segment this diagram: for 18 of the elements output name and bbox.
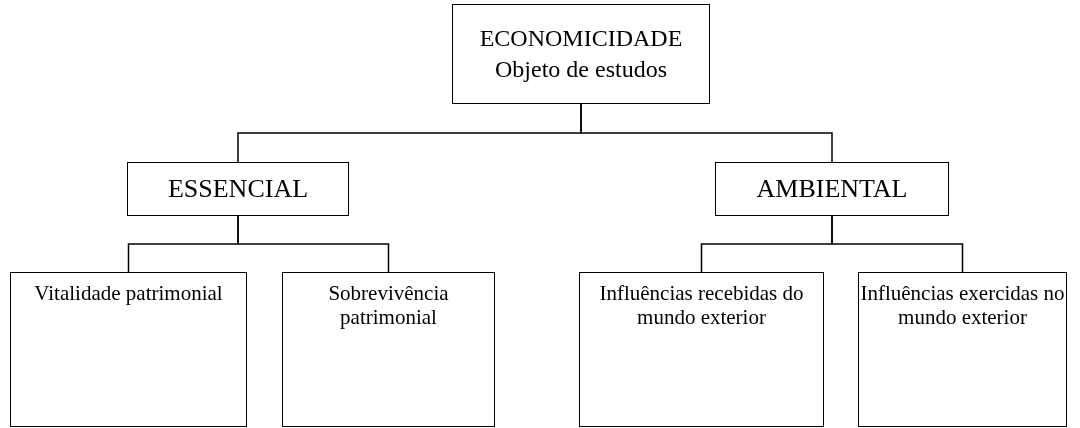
connector-line <box>580 103 833 163</box>
process-box <box>282 272 495 427</box>
process-box <box>127 162 349 216</box>
box-label: Influências recebidas do mundo exterior <box>598 281 805 330</box>
box-label: AMBIENTAL <box>756 173 908 206</box>
process-box <box>858 272 1067 427</box>
box-label: ESSENCIAL <box>167 173 309 206</box>
box-label: Sobrevivência patrimonial <box>327 281 450 330</box>
process-box <box>715 162 949 216</box>
box-subtitle: Objeto de estudos <box>495 55 667 84</box>
box-title: ECONOMICIDADE <box>479 23 683 53</box>
box-label: Influências exercidas no mundo exterior <box>859 281 1066 330</box>
box-label: Vitalidade patrimonial <box>34 281 223 306</box>
connector-line <box>831 215 964 273</box>
process-box <box>579 272 824 427</box>
process-box <box>452 4 710 104</box>
process-box <box>10 272 247 427</box>
connector-line <box>237 215 390 273</box>
